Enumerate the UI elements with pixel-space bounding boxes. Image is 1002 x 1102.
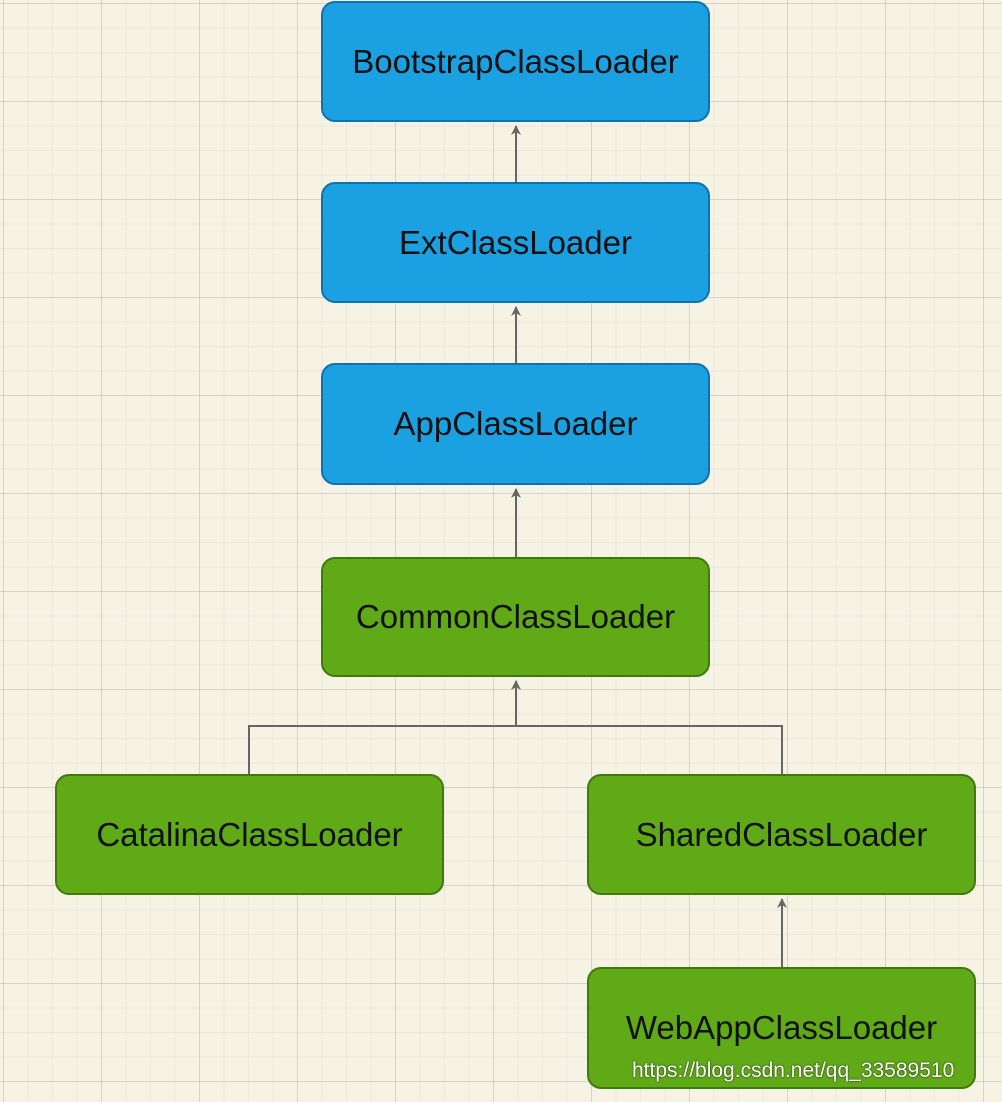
app-classloader-node: AppClassLoader <box>321 363 710 485</box>
edge-catalina-to-common <box>248 680 521 774</box>
bootstrap-classloader-label: BootstrapClassLoader <box>352 42 679 80</box>
catalina-classloader-label: CatalinaClassLoader <box>96 815 403 853</box>
shared-classloader-label: SharedClassLoader <box>635 815 928 853</box>
watermark-text: https://blog.csdn.net/qq_33589510 <box>632 1059 955 1082</box>
ext-classloader-node: ExtClassLoader <box>321 182 710 303</box>
webapp-classloader-node: WebAppClassLoader <box>587 967 976 1089</box>
webapp-classloader-label: WebAppClassLoader <box>625 1009 938 1046</box>
edge-shared-to-common <box>516 725 783 774</box>
bootstrap-classloader-node: BootstrapClassLoader <box>321 1 710 122</box>
catalina-classloader-node: CatalinaClassLoader <box>55 774 444 895</box>
app-classloader-label: AppClassLoader <box>393 405 638 442</box>
shared-classloader-node: SharedClassLoader <box>587 774 976 895</box>
ext-classloader-label: ExtClassLoader <box>399 223 632 261</box>
common-classloader-node: CommonClassLoader <box>321 557 710 677</box>
common-classloader-label: CommonClassLoader <box>355 598 676 635</box>
